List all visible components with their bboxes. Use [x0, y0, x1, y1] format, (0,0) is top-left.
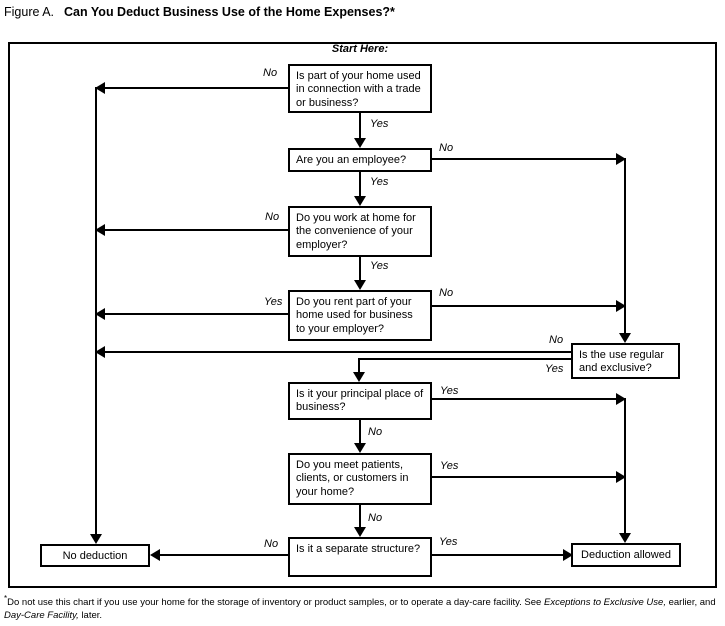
- arrowhead-down-into-q2: [354, 138, 366, 148]
- arrowhead-right-q2-no: [616, 153, 626, 165]
- connector-q5-yes-line: [358, 358, 573, 360]
- figure-heading: Can You Deduct Business Use of the Home …: [64, 5, 395, 19]
- connector-q2-no-line: [432, 158, 618, 160]
- arrowhead-right-q4-no: [616, 300, 626, 312]
- arrowhead-left-q1-no: [95, 82, 105, 94]
- node-q7-meet-patients: Do you meet patients, clients, or custom…: [288, 453, 432, 505]
- arrowhead-right-into-deduction-allowed: [563, 549, 573, 561]
- node-q4-rent-to-employer: Do you rent part of your home used for b…: [288, 290, 432, 341]
- connector-q1-no-line: [100, 87, 288, 89]
- right-rail-lower-line: [624, 398, 626, 534]
- footnote-text-1: Do not use this chart if you use your ho…: [7, 597, 544, 609]
- edge-label-q6-yes: Yes: [440, 385, 459, 397]
- node-q8-separate-structure: Is it a separate structure?: [288, 537, 432, 577]
- figure-title: Figure A. Can You Deduct Business Use of …: [4, 5, 395, 19]
- connector-q8-no-line: [158, 554, 288, 556]
- connector-q1-yes-line: [359, 113, 361, 139]
- connector-q3-no-line: [100, 229, 288, 231]
- connector-q3-yes-line: [359, 257, 361, 281]
- connector-q6-yes-line: [432, 398, 618, 400]
- footnote-text-3: later.: [78, 610, 103, 622]
- footnote-reference-exceptions: Exceptions to Exclusive Use,: [543, 597, 666, 609]
- edge-label-q8-yes: Yes: [439, 536, 458, 548]
- edge-label-q4-yes: Yes: [264, 296, 283, 308]
- footnote-reference-day-care: Day-Care Facility,: [4, 610, 79, 622]
- connector-q5-yes-elbow: [358, 358, 360, 373]
- connector-q5-no-line: [100, 351, 573, 353]
- footnote-text-2: earlier, and: [665, 597, 716, 609]
- edge-label-q7-no: No: [368, 512, 383, 524]
- node-q1-home-used-for-business: Is part of your home used in connection …: [288, 64, 432, 113]
- connector-q6-no-line: [359, 420, 361, 444]
- edge-label-q4-no: No: [439, 287, 454, 299]
- edge-label-q1-no: No: [263, 67, 278, 79]
- edge-label-q1-yes: Yes: [370, 118, 389, 130]
- arrowhead-right-q7-yes: [616, 471, 626, 483]
- connector-q7-yes-line: [432, 476, 618, 478]
- arrowhead-right-q6-yes: [616, 393, 626, 405]
- node-deduction-allowed: Deduction allowed: [571, 543, 681, 567]
- connector-q4-yes-line: [100, 313, 288, 315]
- arrowhead-down-into-q7: [354, 443, 366, 453]
- edge-label-q3-yes: Yes: [370, 260, 389, 272]
- right-rail-upper-line: [624, 158, 626, 334]
- connector-q2-yes-line: [359, 172, 361, 197]
- footnote-asterisk: *: [4, 594, 8, 603]
- figure-label: Figure A.: [4, 5, 55, 19]
- node-q6-principal-place: Is it your principal place of business?: [288, 382, 432, 420]
- arrowhead-down-into-q6: [353, 372, 365, 382]
- arrowhead-down-into-q3: [354, 196, 366, 206]
- edge-label-q6-no: No: [368, 426, 383, 438]
- edge-label-q2-yes: Yes: [370, 176, 389, 188]
- arrowhead-down-into-q8: [354, 527, 366, 537]
- edge-label-q2-no: No: [439, 142, 454, 154]
- footnote: *Do not use this chart if you use your h…: [4, 593, 721, 623]
- connector-q8-yes-line: [432, 554, 565, 556]
- node-no-deduction: No deduction: [40, 544, 150, 567]
- start-here-label: Start Here:: [331, 43, 389, 55]
- arrowhead-left-q4-yes: [95, 308, 105, 320]
- arrowhead-down-into-q5: [619, 333, 631, 343]
- chart-border: [8, 42, 717, 588]
- edge-label-q3-no: No: [265, 211, 280, 223]
- node-q2-are-you-employee: Are you an employee?: [288, 148, 432, 172]
- arrowhead-down-into-no-deduction: [90, 534, 102, 544]
- node-q3-convenience-of-employer: Do you work at home for the convenience …: [288, 206, 432, 257]
- edge-label-q8-no: No: [264, 538, 279, 550]
- edge-label-q7-yes: Yes: [440, 460, 459, 472]
- arrowhead-left-into-no-deduction: [150, 549, 160, 561]
- node-q5-regular-and-exclusive: Is the use regular and exclusive?: [571, 343, 680, 379]
- arrowhead-down-into-q4: [354, 280, 366, 290]
- connector-q4-no-line: [432, 305, 618, 307]
- edge-label-q5-no: No: [549, 334, 564, 346]
- edge-label-q5-yes: Yes: [545, 363, 564, 375]
- arrowhead-left-q5-no: [95, 346, 105, 358]
- arrowhead-down-into-deduction-allowed: [619, 533, 631, 543]
- connector-q7-no-line: [359, 505, 361, 528]
- arrowhead-left-q3-no: [95, 224, 105, 236]
